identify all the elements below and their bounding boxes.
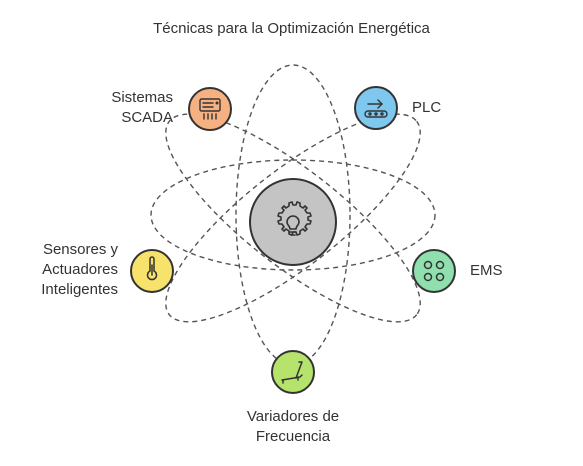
orbit-horizontal [150, 159, 436, 271]
label-sensors: Sensores y Actuadores Inteligentes [41, 241, 118, 298]
thermometer-icon [146, 256, 158, 281]
label-scada: Sistemas SCADA [111, 89, 173, 126]
control-panel-icon [199, 98, 221, 120]
label-plc: PLC [412, 99, 442, 116]
orbit-vertical [235, 64, 351, 366]
node-plc [354, 86, 398, 130]
node-ems [412, 249, 456, 293]
node-sensors [130, 249, 174, 293]
node-vfd [271, 350, 315, 394]
orbit-diagonal-left [165, 113, 421, 323]
treadmill-icon [281, 361, 303, 384]
node-scada [188, 87, 232, 131]
grid-dots-icon [423, 260, 445, 282]
gear-lightbulb-icon [277, 201, 312, 236]
label-ems: EMS [470, 262, 503, 279]
center-hub [249, 178, 337, 266]
label-vfd: Variadores de Frecuencia [246, 408, 340, 445]
conveyor-icon [364, 99, 388, 118]
diagram-title: Técnicas para la Optimización Energética [153, 20, 430, 37]
orbit-diagonal-right [165, 113, 421, 323]
